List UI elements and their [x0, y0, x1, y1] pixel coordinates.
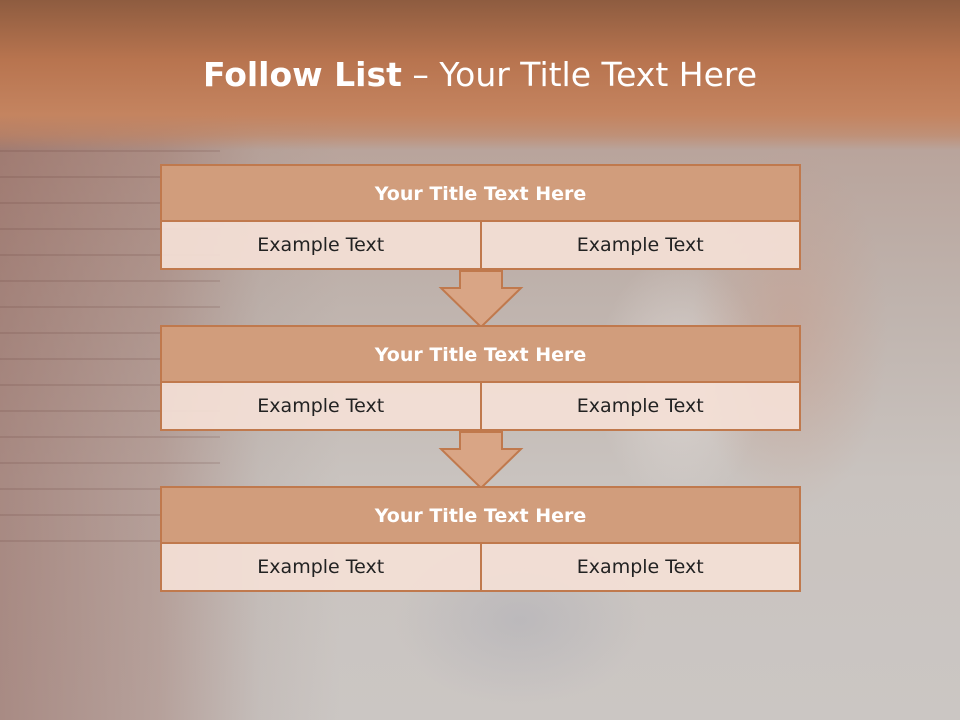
step-row: Example Text Example Text: [162, 544, 799, 590]
down-arrow-icon: [438, 431, 524, 490]
step-block-1: Your Title Text Here Example Text Exampl…: [160, 164, 801, 270]
title-banner: [0, 0, 960, 150]
step-cell-left: Example Text: [162, 544, 480, 590]
slide-title-bold: Follow List: [202, 55, 402, 94]
step-title: Your Title Text Here: [162, 488, 799, 544]
step-cell-right: Example Text: [479, 383, 799, 429]
step-title: Your Title Text Here: [162, 327, 799, 383]
step-title: Your Title Text Here: [162, 166, 799, 222]
step-row: Example Text Example Text: [162, 222, 799, 268]
step-row: Example Text Example Text: [162, 383, 799, 429]
step-block-3: Your Title Text Here Example Text Exampl…: [160, 486, 801, 592]
step-cell-right: Example Text: [479, 544, 799, 590]
slide-title: Follow List – Your Title Text Here: [0, 52, 960, 102]
step-cell-left: Example Text: [162, 222, 480, 268]
down-arrow-icon: [438, 270, 524, 329]
step-block-2: Your Title Text Here Example Text Exampl…: [160, 325, 801, 431]
step-cell-left: Example Text: [162, 383, 480, 429]
step-cell-right: Example Text: [479, 222, 799, 268]
slide-title-rest: – Your Title Text Here: [401, 55, 758, 94]
